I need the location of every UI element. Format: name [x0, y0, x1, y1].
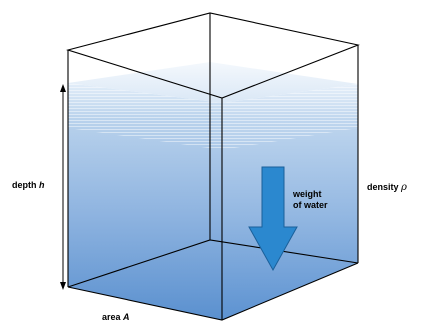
edge-bottom-back [67, 239, 359, 288]
depth-arrow-top [60, 84, 66, 92]
edge-bottom-front [67, 262, 359, 321]
weight-arrow-group [248, 166, 298, 272]
depth-symbol: h [39, 180, 45, 190]
surface-stripes-left [68, 83, 222, 150]
depth-dimension [60, 84, 66, 290]
depth-label: depth h [12, 180, 45, 190]
weight-arrow [248, 166, 298, 272]
area-label: area A [102, 312, 130, 322]
water-surface [68, 62, 358, 103]
weight-label-line2: of water [293, 200, 328, 210]
water-volume [68, 62, 358, 320]
container-edges [66, 12, 360, 321]
density-label: density ρ [367, 182, 407, 193]
surface-stripes-right [222, 84, 358, 150]
depth-arrow-bottom [60, 282, 66, 290]
weight-label-line1: weight [292, 189, 322, 199]
density-symbol: ρ [400, 182, 407, 193]
area-symbol: A [122, 312, 130, 322]
